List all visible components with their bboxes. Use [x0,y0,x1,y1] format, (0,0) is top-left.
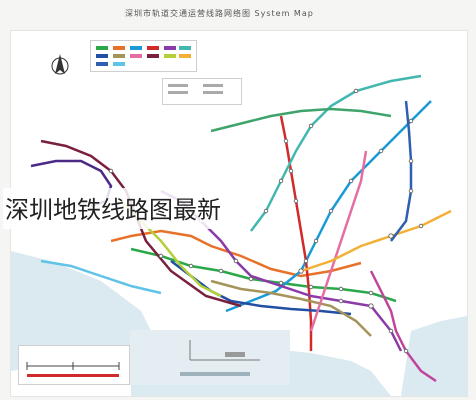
line-20-route [40,259,162,295]
line-3-route [225,100,432,313]
station-dots [108,88,424,354]
symbol-legend [162,78,242,105]
line-2-route [110,229,362,278]
scale-bar [26,362,120,377]
line-legend [90,40,197,72]
line-16-route [390,100,413,242]
line-6-route [250,74,422,232]
line-north-branch [210,107,392,133]
line-legend-swatches [96,46,191,66]
line-east-south [369,270,437,383]
info-panel-graphic [180,340,260,376]
north-arrow-icon [51,54,69,75]
info-panel [130,330,290,385]
map-header: 深圳市轨道交通运营线路网络图 System Map [125,9,314,18]
symbol-legend-items [168,84,223,94]
page-title: 深圳地铁线路图最新 [3,188,225,229]
sea-area-west [11,251,151,371]
line-10-route [309,150,368,332]
line-9-route [210,279,372,337]
sea-area-east [401,316,467,396]
line-14-route [300,209,452,273]
scale-panel [18,345,130,385]
